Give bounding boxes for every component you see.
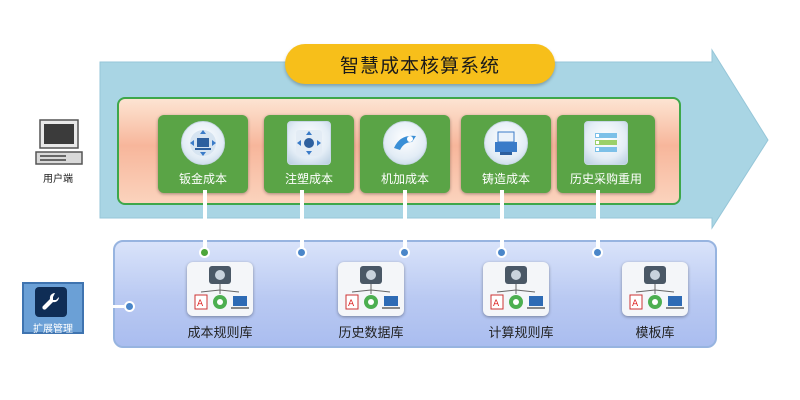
svg-text:A: A bbox=[348, 299, 355, 309]
database-icon: A bbox=[629, 266, 684, 310]
connector-dot bbox=[592, 247, 603, 258]
casting-icon bbox=[484, 121, 528, 165]
library-label: 成本规则库 bbox=[187, 326, 253, 341]
connector-line bbox=[203, 190, 207, 250]
connector-dot bbox=[296, 247, 307, 258]
machining-icon bbox=[383, 121, 427, 165]
module-sheet-metal[interactable]: 钣金成本 bbox=[158, 115, 248, 193]
svg-text:A: A bbox=[493, 299, 500, 309]
connector-dot bbox=[496, 247, 507, 258]
wrench-icon bbox=[35, 287, 67, 317]
module-machining[interactable]: 机加成本 bbox=[360, 115, 450, 193]
extension-connector bbox=[84, 305, 124, 308]
user-label: 用户端 bbox=[43, 174, 73, 185]
sheet-metal-icon bbox=[181, 121, 225, 165]
module-injection-molding[interactable]: 注塑成本 bbox=[264, 115, 354, 193]
system-title: 智慧成本核算系统 bbox=[285, 44, 555, 84]
purchase-history-icon bbox=[584, 121, 628, 165]
library-cost-rules[interactable]: A bbox=[187, 262, 253, 316]
module-label: 注塑成本 bbox=[284, 172, 333, 186]
connector-line bbox=[596, 190, 600, 250]
connector-line bbox=[403, 190, 407, 250]
library-calc-rules[interactable]: A bbox=[483, 262, 549, 316]
computer-icon bbox=[35, 119, 83, 165]
library-templates[interactable]: A bbox=[622, 262, 688, 316]
connector-line bbox=[300, 190, 304, 250]
module-label: 铸造成本 bbox=[481, 172, 530, 186]
connector-dot bbox=[124, 301, 135, 312]
module-label: 历史采购重用 bbox=[569, 172, 642, 186]
library-label: 历史数据库 bbox=[338, 326, 404, 341]
module-label: 机加成本 bbox=[380, 172, 429, 186]
module-label: 钣金成本 bbox=[178, 172, 227, 186]
library-history-data[interactable]: A bbox=[338, 262, 404, 316]
database-icon: A bbox=[490, 266, 545, 310]
module-casting[interactable]: 铸造成本 bbox=[461, 115, 551, 193]
library-label: 模板库 bbox=[635, 326, 675, 341]
connector-line bbox=[500, 190, 504, 250]
library-label: 计算规则库 bbox=[488, 326, 554, 341]
extension-label: 扩展管理 bbox=[33, 324, 73, 335]
database-icon: A bbox=[345, 266, 400, 310]
svg-text:A: A bbox=[632, 299, 639, 309]
user-terminal bbox=[34, 112, 84, 170]
module-purchase-history[interactable]: 历史采购重用 bbox=[557, 115, 655, 193]
injection-molding-icon bbox=[287, 121, 331, 165]
database-icon: A bbox=[194, 266, 249, 310]
connector-dot bbox=[399, 247, 410, 258]
connector-dot bbox=[199, 247, 210, 258]
svg-text:A: A bbox=[197, 299, 204, 309]
